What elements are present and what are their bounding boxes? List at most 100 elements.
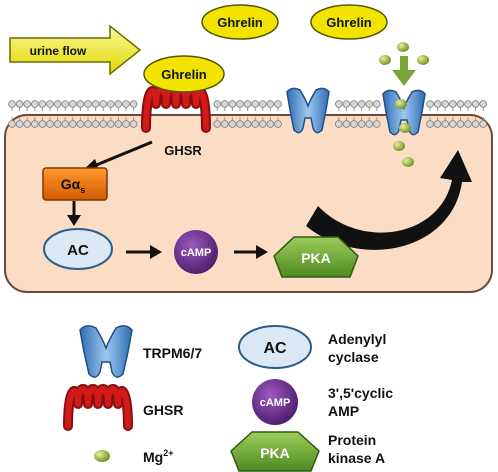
lipid-head [99, 100, 107, 108]
lipid-head [53, 100, 62, 108]
lipid-head [213, 120, 222, 128]
mg-ion [395, 99, 407, 109]
lipid-head [456, 120, 465, 128]
legend-camp-icon: cAMP [252, 379, 298, 425]
lipid-head [236, 100, 244, 108]
lipid-head [357, 120, 366, 128]
legend-pka-icon: PKA [230, 431, 320, 472]
lipid-head [433, 100, 442, 108]
lipid-head [23, 120, 32, 128]
trpm-channel-1 [286, 87, 330, 134]
lipid-head [69, 100, 77, 108]
lipid-head [448, 100, 457, 108]
legend-pka-line2: kinase A [328, 450, 385, 466]
lipid-head [30, 100, 39, 108]
mg-ion [393, 141, 405, 151]
lipid-head [221, 100, 229, 108]
lipid-head [236, 120, 244, 128]
lipid-head [61, 120, 69, 128]
urine-flow-label: urine flow [30, 44, 87, 58]
pka-label: PKA [301, 250, 331, 266]
arrow-camp-to-pka [234, 245, 268, 259]
lipid-head [372, 120, 381, 128]
lipid-head [479, 100, 488, 108]
lipid-head [441, 120, 450, 128]
ac-ellipse: AC [43, 228, 113, 270]
lipid-head [334, 120, 343, 128]
ghrelin-label: Ghrelin [326, 15, 372, 30]
lipid-head [274, 120, 282, 128]
lipid-head [471, 100, 480, 108]
lipid-head [456, 100, 465, 108]
lipid-head [114, 100, 123, 108]
lipid-head [84, 100, 92, 108]
lipid-head [61, 100, 69, 108]
mg-ion [399, 123, 411, 133]
lipid-head [266, 120, 275, 128]
lipid-head [38, 120, 47, 128]
lipid-head [91, 100, 100, 108]
ghrelin-bound: Ghrelin [143, 55, 225, 93]
lipid-head [84, 120, 92, 128]
lipid-head [258, 100, 267, 108]
lipid-head [107, 120, 115, 128]
lipid-head [342, 120, 351, 128]
lipid-head [251, 100, 260, 108]
lipid-head [114, 120, 123, 128]
legend-ac-line2: cyclase [328, 349, 379, 365]
lipid-head [243, 100, 252, 108]
lipid-head [448, 120, 457, 128]
urine-flow-arrow: urine flow [9, 24, 142, 76]
lipid-head [357, 100, 366, 108]
lipid-head [107, 100, 115, 108]
lipid-head [15, 100, 24, 108]
ghrelin-free-2: Ghrelin [310, 4, 388, 40]
lipid-head [76, 120, 85, 128]
legend-camp-line2: AMP [328, 403, 359, 419]
ghrelin-free-1: Ghrelin [201, 4, 279, 40]
curved-arrow-pka-to-trpm [306, 150, 472, 250]
legend-mg-label: Mg2+ [143, 448, 173, 465]
legend-pka-line1: Protein [328, 432, 376, 448]
legend: TRPM6/7 GHSR Mg2+ AC Adenylyl cyclase cA… [63, 325, 393, 472]
lipid-head [243, 120, 252, 128]
legend-pka-text: PKA [260, 445, 290, 461]
legend-mg-icon [94, 450, 110, 462]
lipid-head [122, 100, 130, 108]
mg-ion [397, 42, 409, 52]
mg-influx-arrow [392, 56, 416, 86]
lipid-head [91, 120, 100, 128]
lipid-head [46, 120, 54, 128]
lipid-head [334, 100, 343, 108]
legend-ac-icon: AC [238, 325, 312, 369]
legend-trpm-icon [79, 325, 133, 378]
galpha-s-box: Gαs [42, 167, 108, 201]
lipid-head [426, 100, 434, 108]
lipid-head [464, 120, 472, 128]
lipid-head [251, 120, 260, 128]
lipid-head [30, 120, 39, 128]
lipid-head [228, 100, 237, 108]
lipid-head [129, 120, 138, 128]
cell-membrane [8, 100, 488, 128]
mg-ion [402, 157, 414, 167]
camp-label: cAMP [181, 247, 212, 259]
lipid-head [342, 100, 351, 108]
lipid-head [129, 100, 138, 108]
lipid-head [122, 120, 130, 128]
lipid-head [441, 100, 450, 108]
ac-label: AC [67, 242, 89, 259]
lipid-head [8, 100, 16, 108]
arrow-ac-to-camp [126, 245, 162, 259]
lipid-head [464, 100, 472, 108]
legend-camp-line1: 3',5'cyclic [328, 385, 393, 401]
lipid-head [15, 120, 24, 128]
legend-ac-line1: Adenylyl [328, 331, 386, 347]
lipid-head [8, 120, 16, 128]
trpm-channel-2 [382, 89, 426, 136]
lipid-head [266, 100, 275, 108]
lipid-head [350, 120, 358, 128]
lipid-head [365, 100, 374, 108]
lipid-head [258, 120, 267, 128]
